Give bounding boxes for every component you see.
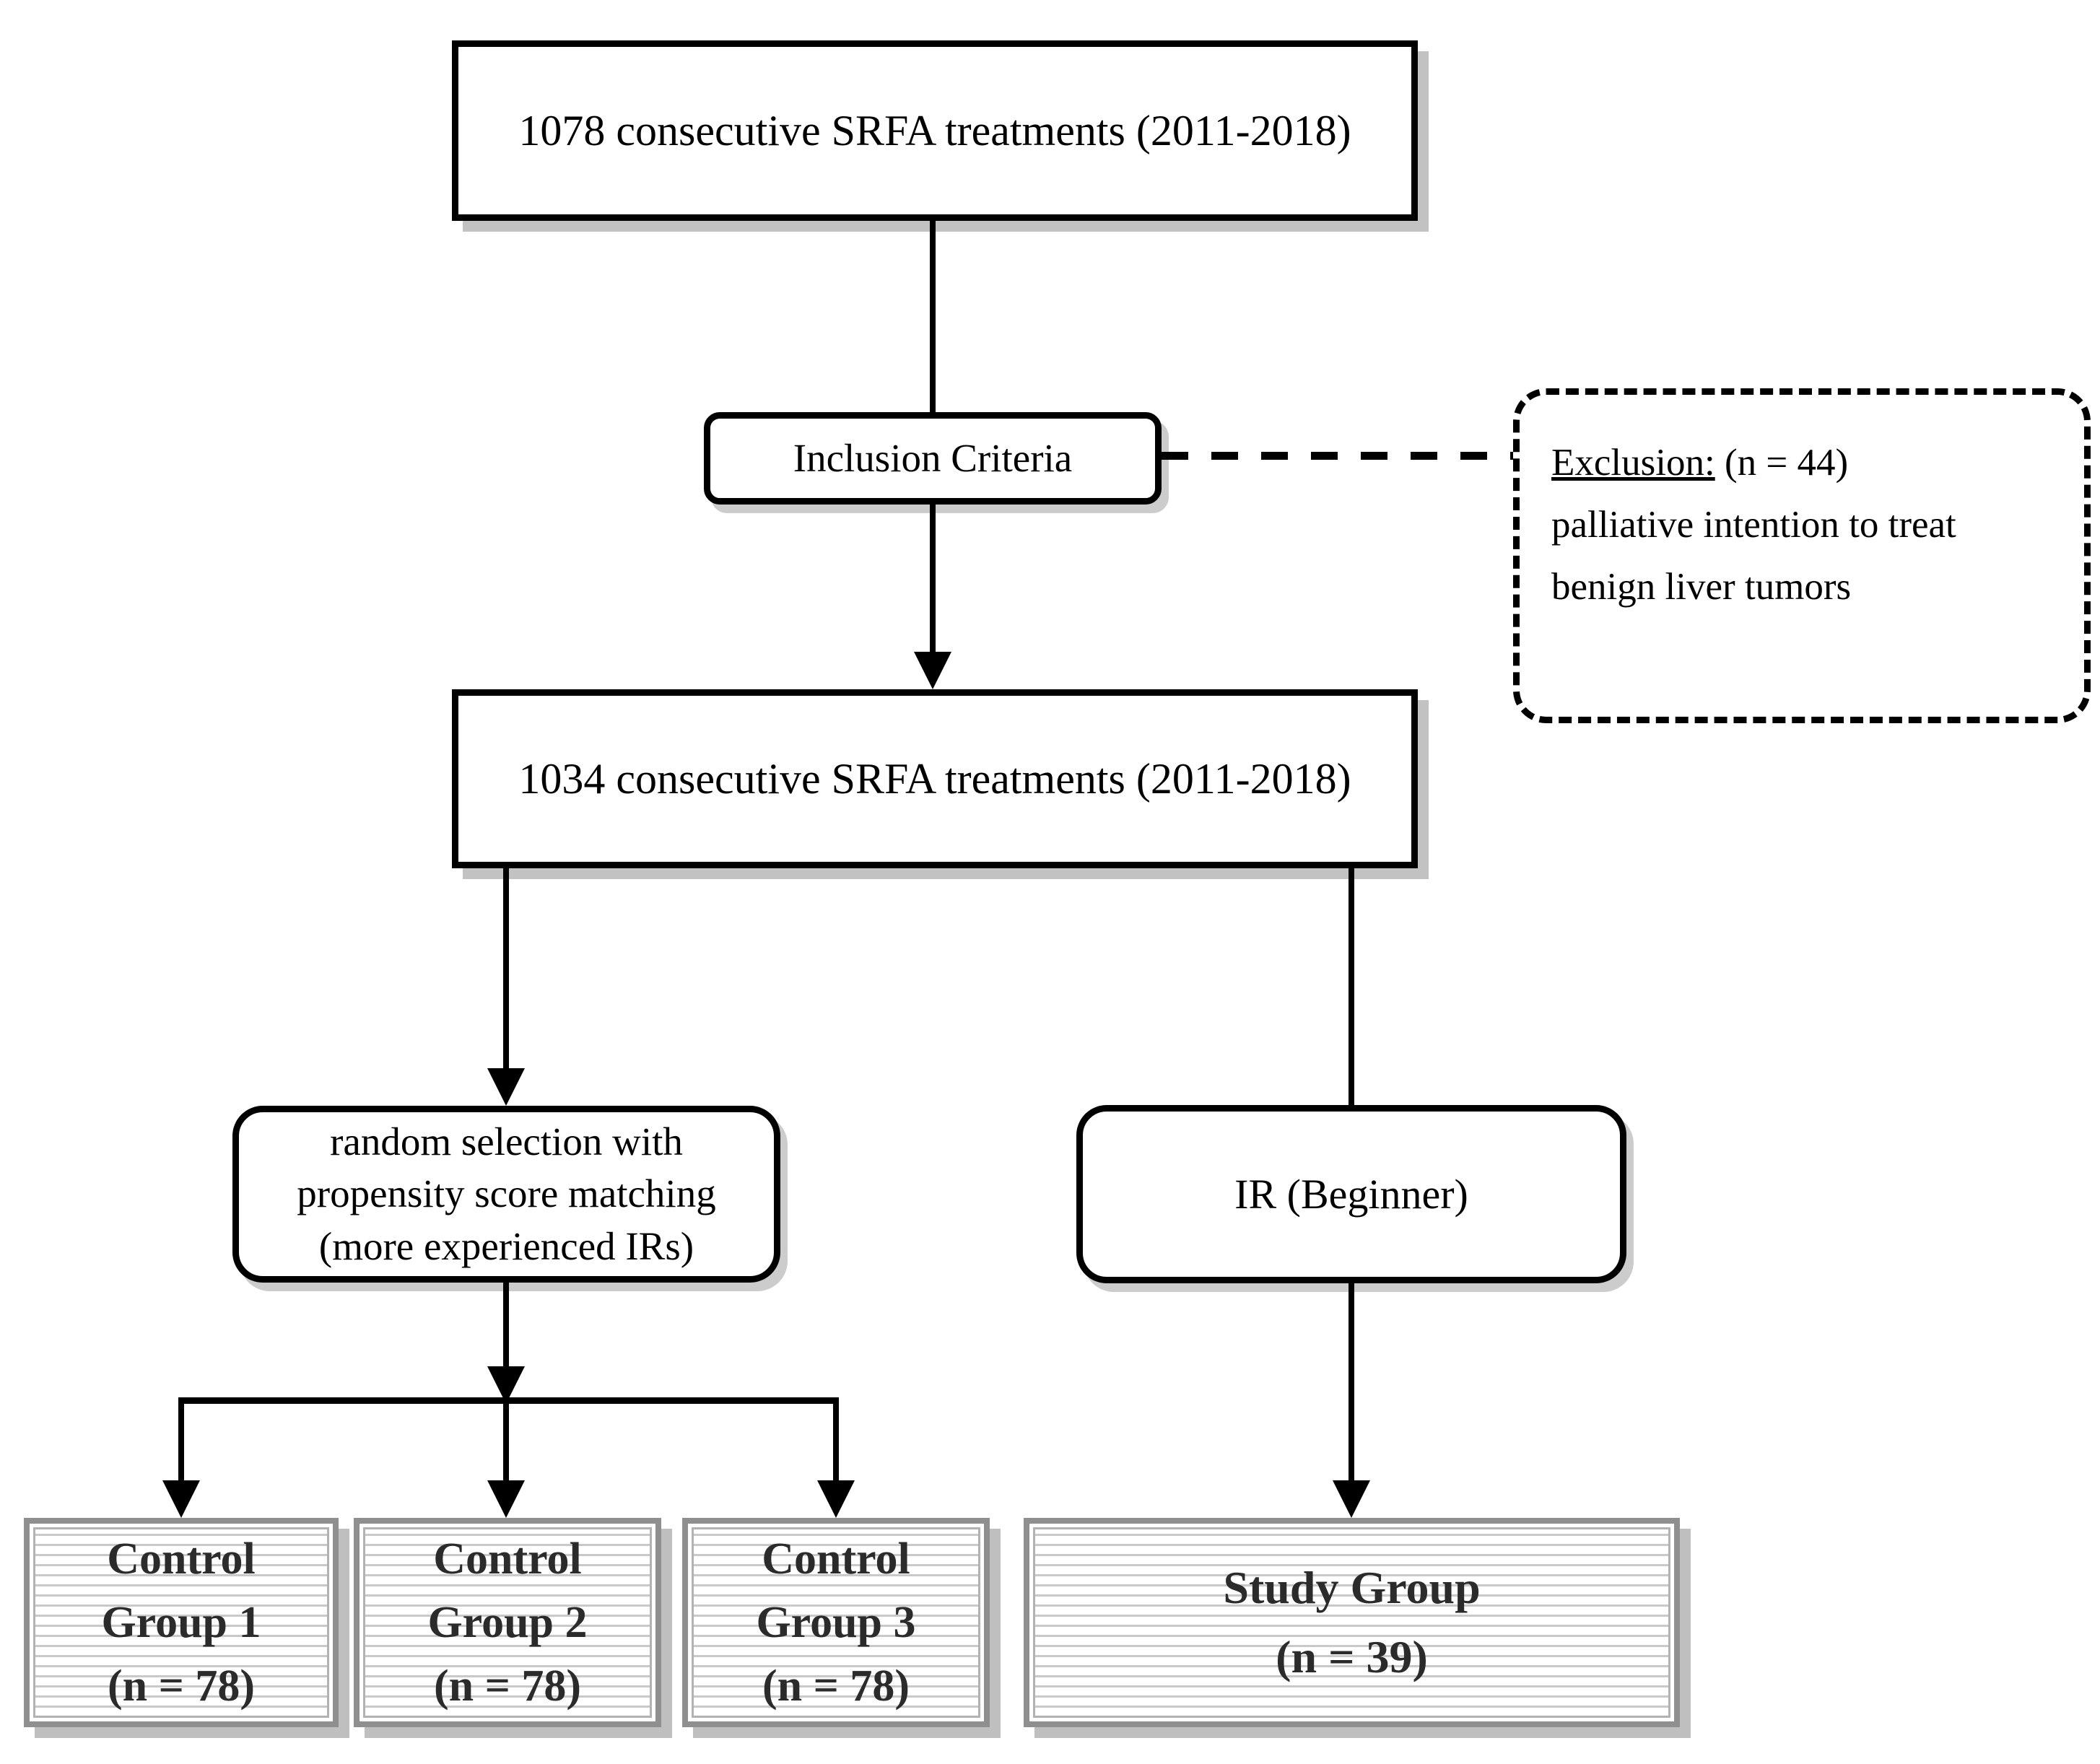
control2-line2: Group 2	[427, 1597, 588, 1647]
control3-line1: Control	[762, 1534, 910, 1584]
arrowhead-to-control2	[487, 1480, 525, 1518]
node-ir-beginner-label: IR (Beginner)	[1234, 1170, 1468, 1218]
node-random-selection: random selection with propensity score m…	[232, 1106, 780, 1283]
edge-split-to-control2	[503, 1404, 509, 1483]
node-control-group-2: Control Group 2 (n = 78)	[354, 1518, 661, 1727]
node-inclusion-criteria-label: Inclusion Criteria	[793, 435, 1073, 480]
study-group-line1: Study Group	[1223, 1562, 1481, 1613]
arrowhead-to-control3	[817, 1480, 855, 1518]
split-bar	[178, 1397, 839, 1404]
edge-filtered-to-random	[503, 868, 509, 1075]
control3-line2: Group 3	[756, 1597, 916, 1647]
control3-line3: (n = 78)	[762, 1662, 910, 1711]
edge-inclusion-to-exclusion	[1162, 452, 1513, 460]
node-control-group-3: Control Group 3 (n = 78)	[682, 1518, 990, 1727]
edge-split-to-control1	[178, 1397, 184, 1483]
node-ir-beginner: IR (Beginner)	[1076, 1105, 1626, 1283]
node-random-selection-line3: (more experienced IRs)	[318, 1223, 694, 1268]
node-exclusion-title: Exclusion:	[1551, 442, 1715, 484]
node-control-group-1: Control Group 1 (n = 78)	[24, 1518, 339, 1727]
arrowhead-to-study-group	[1333, 1480, 1370, 1518]
node-exclusion: Exclusion: (n = 44) palliative intention…	[1513, 388, 2091, 723]
node-exclusion-line2: palliative intention to treat	[1551, 503, 1956, 546]
node-inclusion-criteria: Inclusion Criteria	[704, 412, 1162, 505]
node-top-cohort-label: 1078 consecutive SRFA treatments (2011-2…	[518, 107, 1351, 154]
edge-top-to-inclusion	[930, 219, 936, 416]
control1-line3: (n = 78)	[107, 1662, 256, 1711]
node-exclusion-line1: Exclusion: (n = 44)	[1551, 432, 2052, 494]
node-exclusion-line3: benign liver tumors	[1551, 565, 1852, 608]
arrowhead-to-filtered-cohort	[914, 652, 951, 689]
edge-random-to-split	[503, 1283, 509, 1374]
arrowhead-to-random-selection	[487, 1068, 525, 1106]
arrowhead-to-control1	[162, 1480, 200, 1518]
node-random-selection-line2: propensity score matching	[297, 1171, 716, 1216]
node-filtered-cohort: 1034 consecutive SRFA treatments (2011-2…	[452, 689, 1418, 868]
node-random-selection-line1: random selection with	[330, 1119, 683, 1163]
edge-split-to-control3	[833, 1397, 839, 1483]
edge-ir-to-study	[1349, 1283, 1354, 1483]
control2-line3: (n = 78)	[433, 1662, 582, 1711]
study-group-line2: (n = 39)	[1276, 1631, 1428, 1682]
node-top-cohort: 1078 consecutive SRFA treatments (2011-2…	[452, 40, 1418, 221]
node-filtered-cohort-label: 1034 consecutive SRFA treatments (2011-2…	[518, 755, 1351, 803]
control2-line1: Control	[433, 1534, 582, 1584]
control1-line2: Group 1	[101, 1597, 261, 1647]
control1-line1: Control	[107, 1534, 256, 1584]
node-exclusion-title-rest: (n = 44)	[1715, 442, 1849, 484]
node-study-group: Study Group (n = 39)	[1024, 1518, 1680, 1727]
edge-inclusion-to-filtered	[930, 505, 936, 658]
edge-filtered-to-ir	[1349, 868, 1354, 1109]
